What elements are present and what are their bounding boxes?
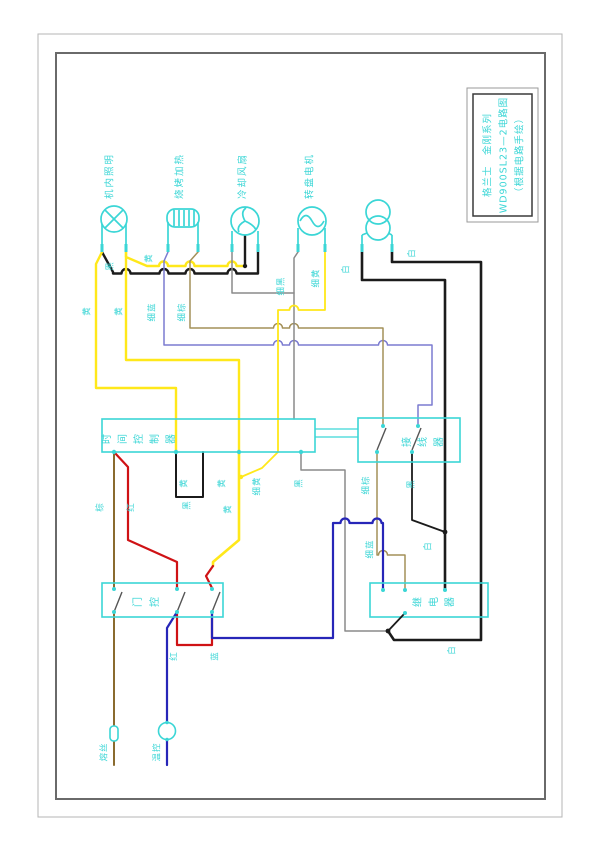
thermostat-symbol (157, 720, 177, 742)
junction-dots (238, 263, 448, 634)
wire-label: 黑 (407, 479, 417, 489)
wire-thin-blue-1 (163, 251, 433, 426)
wire-label: 红 (169, 651, 180, 661)
box-label-connector: 接线器 (400, 431, 445, 447)
wire-label: 黑 (183, 500, 193, 510)
wire-label: 黄 (82, 306, 93, 316)
wire-label: 白 (423, 541, 434, 551)
wire-label: 红 (126, 502, 137, 512)
wire-label: 白 (341, 264, 352, 274)
wire-thin-black-1 (231, 251, 295, 294)
wire-thin-black-3 (300, 451, 389, 632)
wire-label: 细蓝 (147, 302, 158, 321)
component-label: 冷却风扇 (237, 153, 249, 199)
component-label: 机内照明 (104, 153, 116, 199)
wire-black-u (175, 451, 204, 498)
wire-label: 黄 (144, 253, 155, 263)
title-line-3: （根据电路手绘） (514, 113, 526, 197)
box-label-timer: 时间控制器 (101, 428, 177, 444)
connector-box (357, 417, 461, 463)
wire-label: 细黄 (252, 476, 263, 495)
wire-label: 细黑 (276, 276, 287, 295)
wire-label: 白 (407, 248, 418, 258)
terminal-ticks (100, 244, 394, 252)
title-line-2: WD900SL23—2电路图 (498, 97, 510, 213)
wire-thin-brown-1 (189, 251, 384, 426)
timer-box (101, 418, 358, 455)
wire-label: 细棕 (361, 475, 372, 494)
wire-label: 黑 (106, 261, 116, 271)
wire-label: 白 (447, 645, 458, 655)
fuse-label: 熔丝 (99, 742, 110, 761)
wire-label: 黄 (179, 478, 190, 488)
wire-blue-1 (165, 610, 179, 724)
thermostat-label: 温控 (152, 742, 163, 761)
components (100, 199, 394, 252)
wiring (94, 234, 483, 767)
turntable-motor-symbol (297, 206, 327, 252)
wire-white-2 (386, 250, 483, 642)
interior-lamp-symbol (100, 205, 128, 252)
door-switch-box (101, 582, 224, 618)
title-block: 格兰士 金刚系列 WD900SL23—2电路图 （根据电路手绘） (466, 87, 539, 223)
grill-heater-symbol (166, 208, 200, 252)
title-line-1: 格兰士 金刚系列 (482, 113, 494, 197)
wire-label: 细棕 (177, 302, 188, 321)
wire-black-sw2 (411, 451, 446, 533)
wire-label: 黑 (295, 478, 305, 488)
wire-thin-yellow (240, 251, 326, 478)
wire-red-3 (204, 564, 215, 590)
labels: 机内照明 烧烤加热 冷却风扇 转盘电机 时间控制器 接线器 门控 继电器 熔丝 … (82, 153, 458, 762)
wire-label: 细蓝 (365, 539, 376, 558)
wire-label: 蓝 (210, 651, 221, 661)
wire-label: 黄 (114, 306, 125, 316)
wire-yellow-1 (94, 250, 178, 454)
wire-yellow-2 (124, 250, 241, 454)
border-frame (37, 33, 563, 818)
component-label: 烧烤加热 (174, 153, 186, 199)
wire-label: 黄 (217, 478, 228, 488)
transformer-symbol (361, 199, 393, 252)
wire-red-1 (112, 450, 179, 590)
boxes (101, 417, 489, 742)
wire-yellow-3 (211, 450, 241, 568)
wire-blue-2 (210, 517, 385, 640)
box-label-door: 门控 (131, 590, 161, 607)
box-label-relay: 继电器 (411, 591, 456, 607)
wire-thin-black-2 (293, 251, 299, 420)
relay-box (369, 582, 489, 632)
wire-label: 棕 (95, 502, 106, 512)
wire-label: 黄 (223, 504, 234, 514)
wire-label: 细黄 (311, 268, 322, 287)
component-label: 转盘电机 (304, 153, 316, 199)
fuse-symbol (109, 725, 119, 742)
wire-white-1 (360, 250, 447, 592)
